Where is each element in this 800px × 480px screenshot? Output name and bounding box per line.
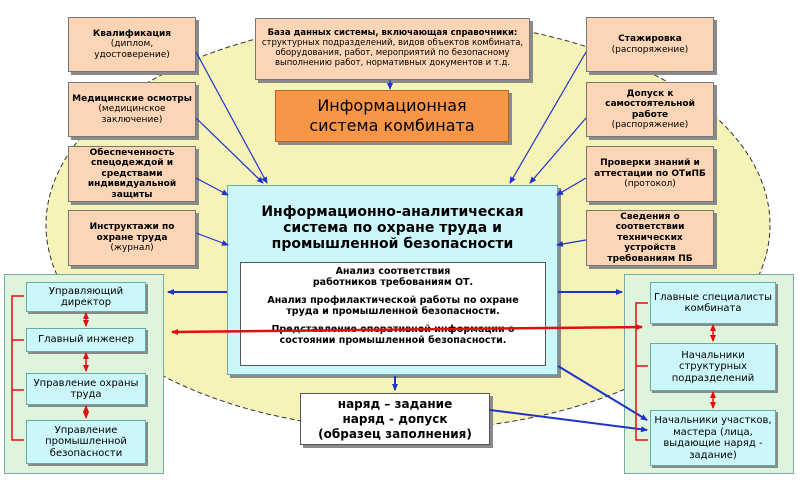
database-line-3: выполнению работ, нормативных документов… [274, 57, 511, 68]
database-box: База данных системы, включающая справочн… [255, 18, 530, 80]
system-line-3: промышленной безопасности [271, 236, 514, 253]
system-line-1: Информационно-аналитическая [261, 204, 524, 220]
input-medical-exams: Медицинские осмотры (медицинское заключе… [68, 82, 196, 137]
input-internship: Стажировка (распоряжение) [586, 17, 714, 72]
database-title: База данных системы, включающая справочн… [267, 28, 518, 39]
role-chief-engineer: Главный инженер [26, 328, 146, 352]
database-line-2: оборудования, работ, мероприятий по безо… [275, 48, 510, 58]
input-work-admission: Допуск к самостоятельной работе (распоря… [586, 82, 714, 137]
analysis-item-1: Анализ соответствия работников требовани… [312, 266, 474, 288]
order-line-1: наряд – задание [337, 396, 453, 411]
analysis-panel: Анализ соответствия работников требовани… [240, 262, 546, 366]
role-industrial-safety-dept: Управление промышленной безопасности [26, 420, 146, 464]
work-order-box: наряд – задание наряд - допуск (образец … [300, 393, 490, 445]
role-chief-specialists: Главные специалисты комбината [650, 282, 776, 324]
database-line-1: структурных подразделений, видов объекто… [261, 38, 524, 49]
analysis-item-2: Анализ профилактической работы по охране… [267, 294, 519, 317]
input-protective-equipment: Обеспеченность спецодеждой и средствами … [68, 146, 196, 202]
role-division-heads: Начальники структурных подразделений [650, 343, 776, 391]
analysis-item-3: Представление оперативной информации о с… [271, 323, 515, 346]
input-technical-compliance: Сведения о соответствии технических устр… [586, 210, 714, 266]
input-knowledge-checks: Проверки знаний и аттестации по ОТиПБ (п… [586, 146, 714, 202]
role-managing-director: Управляющий директор [26, 282, 146, 312]
role-labor-safety-dept: Управление охраны труда [26, 373, 146, 405]
role-site-heads: Начальники участков, мастера (лица, выда… [650, 410, 776, 466]
input-safety-briefings: Инструктажи по охране труда (журнал) [68, 210, 196, 266]
order-line-3: (образец заполнения) [318, 426, 472, 441]
information-system-title: Информационная система комбината [275, 90, 509, 142]
input-qualification: Квалификация (диплом, удостоверение) [68, 17, 196, 72]
title-line-2: система комбината [309, 116, 475, 135]
title-line-1: Информационная [317, 96, 467, 115]
order-line-2: наряд - допуск [342, 411, 448, 426]
system-line-2: система по охране труда и [283, 220, 502, 237]
